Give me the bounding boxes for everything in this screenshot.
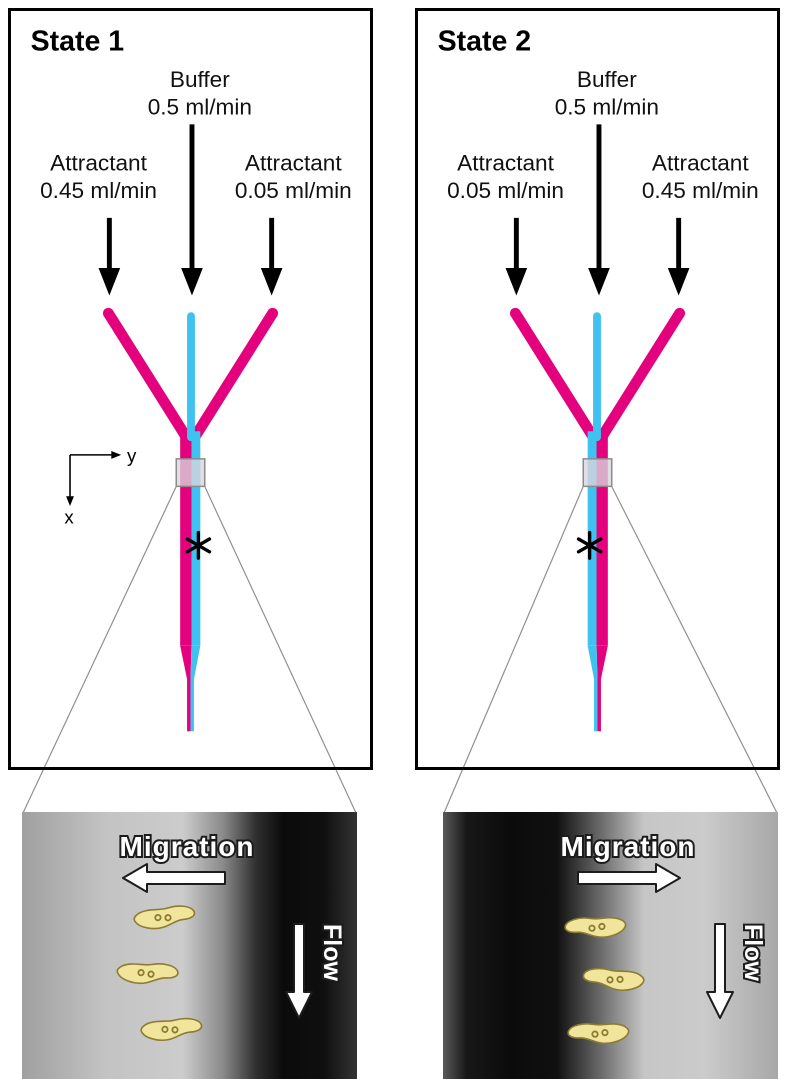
migration-label: Migration xyxy=(120,831,255,862)
buffer-taper xyxy=(190,645,201,732)
cell xyxy=(567,1023,630,1045)
inspection-region-box xyxy=(582,458,613,488)
buffer-rate: 0.5 ml/min xyxy=(148,95,252,120)
inspection-region-box xyxy=(175,458,206,488)
attractant-right-label: Attractant xyxy=(652,151,749,176)
attractant-taper xyxy=(180,645,192,732)
attractant-left-inlet-arrowhead xyxy=(505,268,528,296)
attractant-right-label: Attractant xyxy=(245,151,342,176)
y-axis-arrowhead xyxy=(111,450,122,459)
buffer-inlet-arrowhead xyxy=(588,268,610,296)
migration-left-arrow xyxy=(122,863,226,893)
flow-down-arrow xyxy=(706,923,734,1019)
state1-diagram: State 1 Buffer 0.5 ml/min Attractant 0.4… xyxy=(31,26,352,732)
y-axis-label: y xyxy=(127,445,137,466)
attractant-branch-right xyxy=(190,307,279,441)
x-axis-label: x xyxy=(64,507,74,528)
x-axis-arrowhead xyxy=(66,496,74,507)
attractant-left-inlet-arrowhead xyxy=(98,268,121,296)
cell xyxy=(582,967,645,991)
state2-diagram: State 2 Buffer 0.5 ml/min Attractant 0.0… xyxy=(438,26,759,732)
buffer-label: Buffer xyxy=(170,67,230,92)
attractant-branch-left xyxy=(102,307,191,441)
cells xyxy=(564,916,645,1045)
attractant-right-inlet-arrowhead xyxy=(260,268,283,296)
buffer-rate: 0.5 ml/min xyxy=(555,95,659,120)
cell xyxy=(140,1017,203,1041)
attractant-left-rate: 0.45 ml/min xyxy=(40,178,157,203)
buffer-stream xyxy=(187,312,201,732)
cell xyxy=(564,916,627,938)
attractant-left-label: Attractant xyxy=(50,151,147,176)
coordinate-axes: y x xyxy=(64,445,137,528)
cells xyxy=(116,905,203,1041)
attractant-branch xyxy=(597,307,686,441)
cell xyxy=(116,963,179,985)
state-title: State 1 xyxy=(31,26,125,58)
state2-panel: State 2 Buffer 0.5 ml/min Attractant 0.0… xyxy=(415,8,780,770)
buffer-lamella xyxy=(587,431,597,646)
inlet-arrows xyxy=(505,124,690,296)
attractant-left-label: Attractant xyxy=(457,151,554,176)
inlet-arrows xyxy=(98,124,283,296)
buffer-inlet-arrowhead xyxy=(181,268,203,296)
microchannel xyxy=(102,307,279,732)
flow-label: Flow xyxy=(739,924,767,981)
micrograph-state2: Migration Flow xyxy=(443,812,778,1079)
attractant-right-inlet-arrowhead xyxy=(667,268,690,296)
attractant-right-rate: 0.05 ml/min xyxy=(235,178,352,203)
attractant-taper xyxy=(596,645,608,732)
migration-label: Migration xyxy=(561,831,696,862)
state1-panel: State 1 Buffer 0.5 ml/min Attractant 0.4… xyxy=(8,8,373,770)
buffer-lamella xyxy=(191,431,201,646)
micrograph-state1-image: Migration Flow xyxy=(22,812,357,1079)
buffer-taper xyxy=(587,645,598,732)
migration-right-arrow xyxy=(577,863,681,893)
micrograph-state2-image: Migration Flow xyxy=(443,812,778,1079)
state-title: State 2 xyxy=(438,26,532,58)
flow-label: Flow xyxy=(318,924,346,981)
buffer-label: Buffer xyxy=(577,67,637,92)
microchannel xyxy=(509,307,686,732)
attractant-right-rate: 0.45 ml/min xyxy=(642,178,759,203)
cell xyxy=(133,905,196,930)
flow-down-arrow xyxy=(285,923,313,1019)
attractant-branch xyxy=(509,307,598,441)
attractant-left-rate: 0.05 ml/min xyxy=(447,178,564,203)
buffer-stream xyxy=(587,312,601,732)
micrograph-state1: Migration Flow xyxy=(22,812,357,1079)
